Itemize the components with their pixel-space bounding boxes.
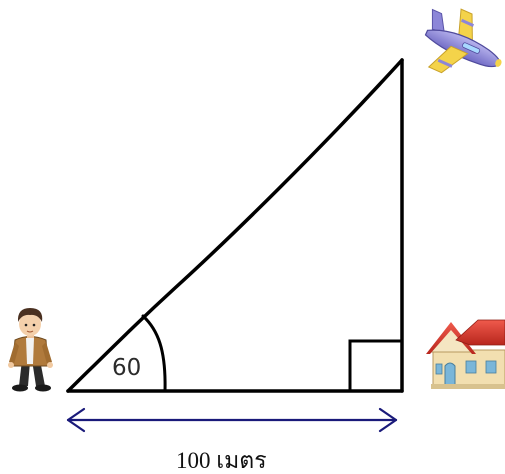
- right-triangle: [66, 58, 404, 393]
- distance-label: 100 เมตร: [176, 448, 267, 473]
- triangle-hypotenuse: [66, 58, 404, 393]
- house-icon: [426, 319, 505, 389]
- distance-arrow: [66, 407, 398, 433]
- angle-arc: [141, 314, 167, 393]
- right-angle-marker: [348, 339, 402, 391]
- angle-label: 60: [112, 355, 141, 381]
- person-icon: [8, 308, 53, 392]
- airplane-icon: [424, 8, 502, 74]
